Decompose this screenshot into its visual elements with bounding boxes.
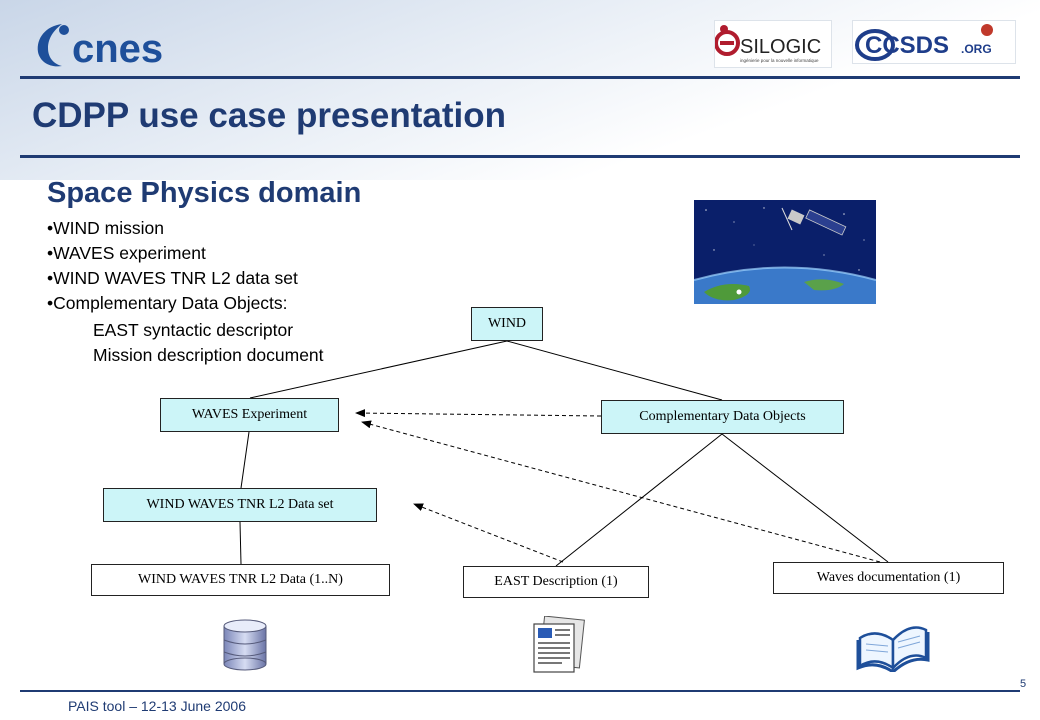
edge-wind-waves — [249, 340, 508, 399]
node-wind: WIND — [471, 307, 543, 341]
footer-divider — [20, 690, 1020, 692]
edge-waves-dataset — [240, 431, 250, 489]
ccsds-logo-text: CCSDS — [865, 32, 949, 59]
node-waves-documentation: Waves documentation (1) — [773, 562, 1004, 594]
page-number: 5 — [1020, 678, 1027, 690]
dashed-arrow-complementary-waves — [355, 409, 602, 418]
document-icon — [533, 616, 585, 673]
cnes-logo: cnes — [37, 24, 163, 70]
ccsds-logo-suffix: .ORG — [961, 42, 992, 56]
satellite-image — [694, 200, 876, 304]
dashed-arrow-east-dataset — [413, 503, 564, 563]
bullet-item: WAVES experiment — [47, 241, 298, 266]
bullet-list: WIND mission WAVES experiment WIND WAVES… — [47, 216, 298, 316]
cnes-logo-text: cnes — [72, 27, 163, 70]
node-east-description: EAST Description (1) — [463, 566, 649, 598]
satellite-icon — [736, 207, 847, 295]
edge-complementary-east — [555, 433, 723, 567]
edge-complementary-doc — [721, 433, 889, 563]
header-divider — [20, 76, 1020, 79]
book-icon — [856, 626, 930, 672]
node-dataset: WIND WAVES TNR L2 Data set — [103, 488, 377, 522]
silogic-e-icon — [714, 25, 740, 56]
node-complementary-data-objects: Complementary Data Objects — [601, 400, 844, 434]
cnes-swoosh-icon — [37, 24, 69, 67]
footer-text: PAIS tool – 12-13 June 2006 — [68, 698, 246, 714]
silogic-tagline: ingénierie pour la nouvelle informatique — [740, 58, 819, 63]
silogic-logo-text: SILOGIC — [740, 36, 821, 58]
bullet-item: Complementary Data Objects: — [47, 291, 298, 316]
sub-item: Mission description document — [93, 345, 324, 365]
node-data: WIND WAVES TNR L2 Data (1..N) — [91, 564, 390, 596]
database-icon — [223, 619, 267, 671]
sub-item: EAST syntactic descriptor — [93, 320, 294, 340]
bullet-item: WIND WAVES TNR L2 data set — [47, 266, 298, 291]
ccsds-logo: CCSDS .ORG — [852, 20, 1016, 64]
edge-wind-complementary — [506, 340, 723, 401]
slide-subtitle: Space Physics domain — [47, 177, 362, 209]
edge-dataset-data — [239, 521, 242, 565]
silogic-logo: SILOGIC ingénierie pour la nouvelle info… — [714, 20, 832, 68]
title-divider — [20, 155, 1020, 158]
dashed-arrow-doc-waves — [361, 420, 881, 563]
slide-title: CDPP use case presentation — [32, 96, 506, 135]
bullet-item: WIND mission — [47, 216, 298, 241]
node-waves-experiment: WAVES Experiment — [160, 398, 339, 432]
ccsds-globe-icon — [855, 24, 993, 61]
sub-item-list: EAST syntactic descriptor Mission descri… — [93, 318, 324, 368]
